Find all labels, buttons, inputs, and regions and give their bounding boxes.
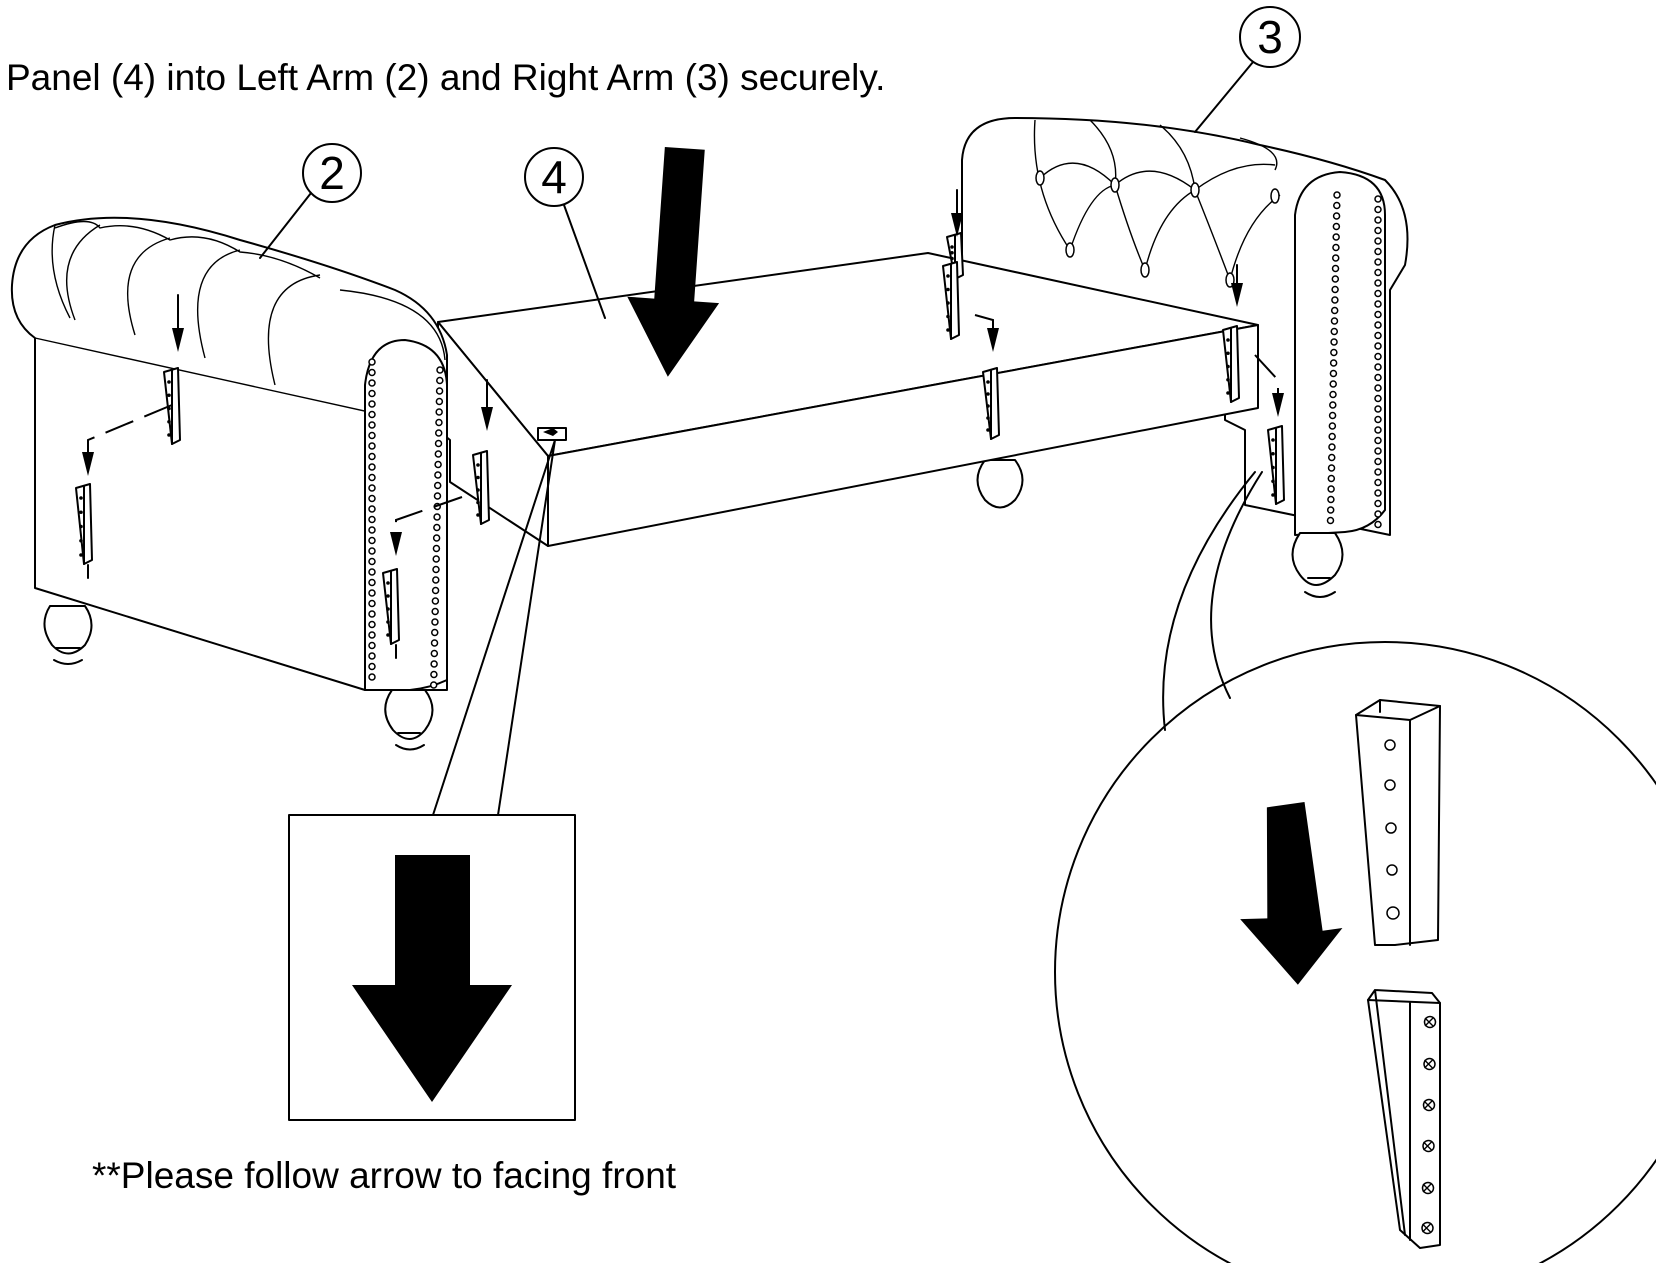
instruction-text: Panel (4) into Left Arm (2) and Right Ar… [6, 57, 885, 98]
big-down-arrow [627, 146, 720, 377]
connector-brackets [75, 232, 1285, 645]
bracket-detail-circle [1054, 471, 1656, 1263]
callout-4: 4 [524, 147, 606, 319]
back-leg [976, 459, 1024, 509]
detail-leader [432, 439, 556, 816]
arrow-detail-box [288, 814, 576, 1121]
detail-down-arrow [1240, 802, 1343, 985]
guide-lines [82, 189, 1284, 659]
left-arm [10, 216, 448, 751]
callout-2-number: 2 [319, 147, 345, 199]
callout-3-number: 3 [1257, 11, 1283, 63]
callout-2: 2 [259, 143, 362, 259]
note-text: **Please follow arrow to facing front [92, 1155, 677, 1196]
callout-3: 3 [1194, 6, 1301, 133]
callout-4-number: 4 [541, 151, 567, 203]
front-direction-arrow [352, 855, 512, 1102]
